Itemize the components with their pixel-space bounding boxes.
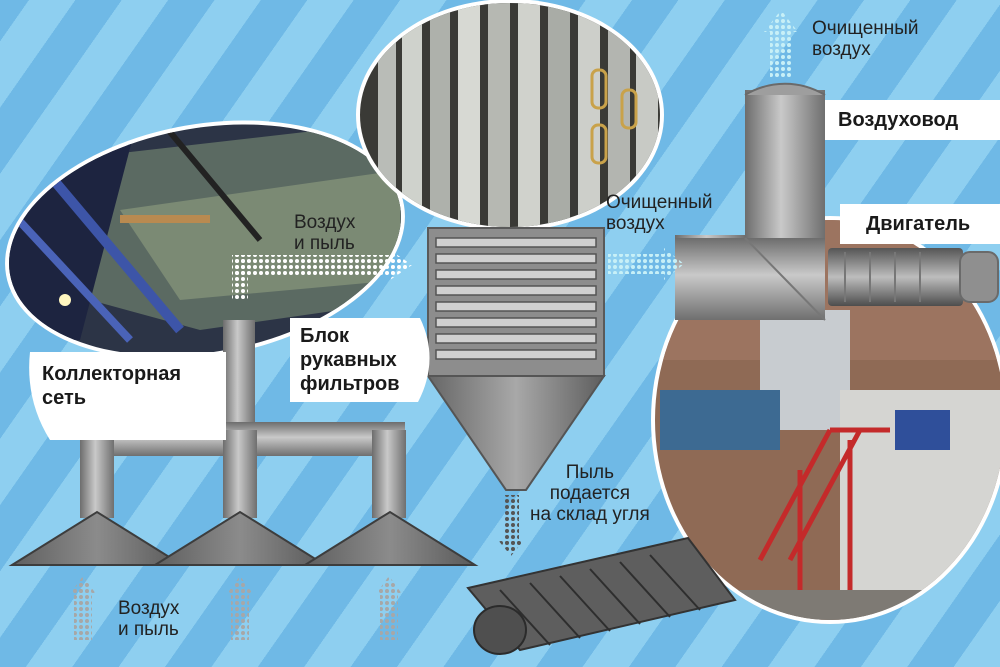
air-dust-flow-arrow	[232, 250, 412, 300]
filter-label-bg	[290, 318, 430, 402]
air-dust-inlet-arrow-3	[376, 576, 402, 640]
clean-air-flow-arrow	[608, 248, 684, 280]
filter-block	[426, 227, 606, 491]
filter-photo	[356, 0, 664, 231]
motor-unit	[828, 248, 999, 306]
motor-label-bg	[840, 204, 1000, 244]
duct-label: Воздуховод	[838, 109, 959, 131]
collector-network	[8, 320, 479, 566]
clean-air-top-label: Очищенный воздух	[812, 18, 919, 60]
conveyor-belt	[466, 536, 737, 655]
air-dust-mid-label: Воздух и пыль	[294, 212, 356, 254]
duct-label-bg	[825, 100, 1000, 140]
dust-to-storage-label: Пыль подается на склад угля	[530, 462, 650, 525]
filter-block-label: Блок рукавных фильтров	[300, 325, 400, 395]
motor-label: Двигатель	[866, 213, 971, 235]
clean-air-exhaust-arrow	[764, 10, 798, 78]
air-duct	[675, 82, 826, 321]
collector-label-bg	[29, 352, 226, 440]
clean-air-mid-label: Очищенный воздух	[606, 192, 713, 234]
air-dust-inlet-arrow-2	[227, 576, 253, 640]
collector-label: Коллекторная сеть	[42, 363, 182, 409]
air-dust-inlet-arrow-1	[70, 576, 96, 640]
air-dust-bottom-label: Воздух и пыль	[118, 598, 180, 640]
dust-discharge-arrow	[498, 495, 524, 556]
